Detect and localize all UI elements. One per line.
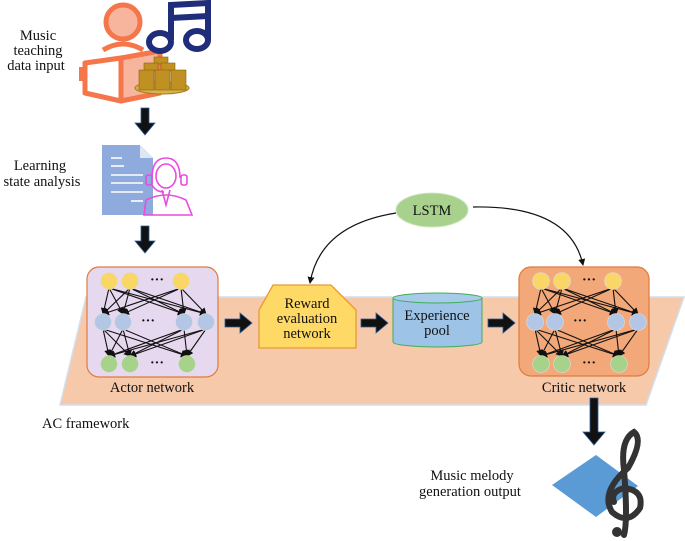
server-icon bbox=[134, 56, 190, 95]
reward-label-line3: network bbox=[283, 326, 331, 342]
analysis-label-line2: state analysis bbox=[4, 174, 81, 190]
input-node bbox=[172, 272, 190, 290]
arrow-input-to-analysis bbox=[134, 107, 156, 136]
connection-edge bbox=[186, 328, 207, 357]
output-label-line2: generation output bbox=[419, 484, 521, 500]
connection-edge bbox=[129, 287, 207, 316]
connection-edge bbox=[561, 328, 639, 358]
ellipsis-label: ··· bbox=[582, 356, 596, 371]
connection-edge bbox=[540, 287, 617, 316]
connection-edge bbox=[180, 287, 207, 315]
input-node bbox=[121, 272, 139, 290]
arrow-pool-to-critic bbox=[487, 312, 516, 334]
lstm-to-reward-connector bbox=[307, 212, 397, 284]
connection-edge bbox=[122, 328, 188, 357]
critic-network-box bbox=[518, 266, 650, 377]
connection-edge bbox=[540, 328, 639, 358]
connection-edge bbox=[102, 328, 112, 357]
pool-label-line1: Experience bbox=[404, 308, 469, 324]
connection-edge bbox=[618, 328, 639, 357]
connection-edge bbox=[129, 287, 185, 315]
hidden-node bbox=[607, 313, 625, 331]
connection-edge bbox=[611, 287, 619, 315]
connection-edge bbox=[108, 328, 207, 358]
connection-edge bbox=[179, 287, 187, 315]
hidden-node bbox=[526, 313, 544, 331]
actor-network-box bbox=[86, 266, 219, 378]
hidden-node bbox=[197, 313, 215, 331]
lstm-node: LSTM bbox=[395, 192, 469, 228]
actor-network-graph: ··· ··· ··· bbox=[94, 272, 215, 373]
connection-edge bbox=[534, 287, 614, 316]
output-node bbox=[553, 355, 571, 373]
critic-network-graph: ··· ··· ··· bbox=[526, 272, 647, 373]
output-node bbox=[121, 355, 139, 373]
output-node bbox=[100, 355, 118, 373]
treble-clef-icon bbox=[605, 428, 644, 538]
arrow-actor-to-reward bbox=[224, 312, 253, 334]
ac-framework-label: AC framework bbox=[42, 416, 130, 432]
input-label-line2: teaching bbox=[13, 43, 62, 59]
output-node bbox=[610, 355, 628, 373]
arrow-analysis-to-actor bbox=[134, 225, 156, 254]
connection-edge bbox=[561, 287, 617, 315]
ellipsis-label: ··· bbox=[582, 273, 596, 288]
connection-edge bbox=[554, 287, 614, 315]
analysis-label-line1: Learning bbox=[14, 158, 66, 174]
input-label-line1: Music bbox=[20, 28, 56, 44]
ellipsis-label: ··· bbox=[573, 314, 587, 329]
reward-label-line1: Reward bbox=[284, 296, 330, 312]
input-node bbox=[604, 272, 622, 290]
connection-edge bbox=[108, 287, 185, 316]
reward-label-line2: evaluation bbox=[277, 311, 338, 327]
ellipsis-label: ··· bbox=[141, 314, 155, 329]
hidden-node bbox=[546, 313, 564, 331]
experience-pool-cylinder: Experience pool bbox=[392, 292, 483, 348]
input-label-line3: data input bbox=[7, 58, 65, 74]
connection-edge bbox=[554, 328, 620, 357]
actor-network-label: Actor network bbox=[110, 380, 195, 396]
lstm-label: LSTM bbox=[413, 203, 452, 219]
arrow-critic-to-output bbox=[582, 397, 606, 446]
connection-edge bbox=[534, 328, 544, 357]
hidden-node bbox=[175, 313, 193, 331]
pool-label-line2: pool bbox=[424, 323, 450, 339]
reward-evaluation-network: Reward evaluation network bbox=[258, 284, 357, 349]
connection-edge bbox=[612, 287, 639, 315]
connection-edge bbox=[102, 287, 182, 316]
headset-person-icon bbox=[143, 157, 194, 216]
hidden-node bbox=[629, 313, 647, 331]
hidden-node bbox=[94, 313, 112, 331]
connection-edge bbox=[540, 328, 617, 358]
connection-edge bbox=[554, 328, 564, 357]
critic-network-label: Critic network bbox=[542, 380, 627, 396]
music-note-icon bbox=[146, 0, 211, 54]
connection-edge bbox=[122, 287, 182, 315]
input-node bbox=[553, 272, 571, 290]
hidden-node bbox=[114, 313, 132, 331]
lstm-to-critic-connector bbox=[472, 206, 586, 266]
output-label-line1: Music melody bbox=[430, 468, 514, 484]
document-icon bbox=[102, 145, 153, 215]
input-node bbox=[100, 272, 118, 290]
connection-edge bbox=[561, 287, 639, 316]
input-node bbox=[532, 272, 550, 290]
connection-edge bbox=[108, 328, 185, 358]
ellipsis-label: ··· bbox=[150, 356, 164, 371]
arrow-reward-to-pool bbox=[360, 312, 389, 334]
output-node bbox=[532, 355, 550, 373]
connection-edge bbox=[122, 328, 132, 357]
output-node bbox=[178, 355, 196, 373]
connection-edge bbox=[129, 328, 207, 358]
ellipsis-label: ··· bbox=[150, 273, 164, 288]
